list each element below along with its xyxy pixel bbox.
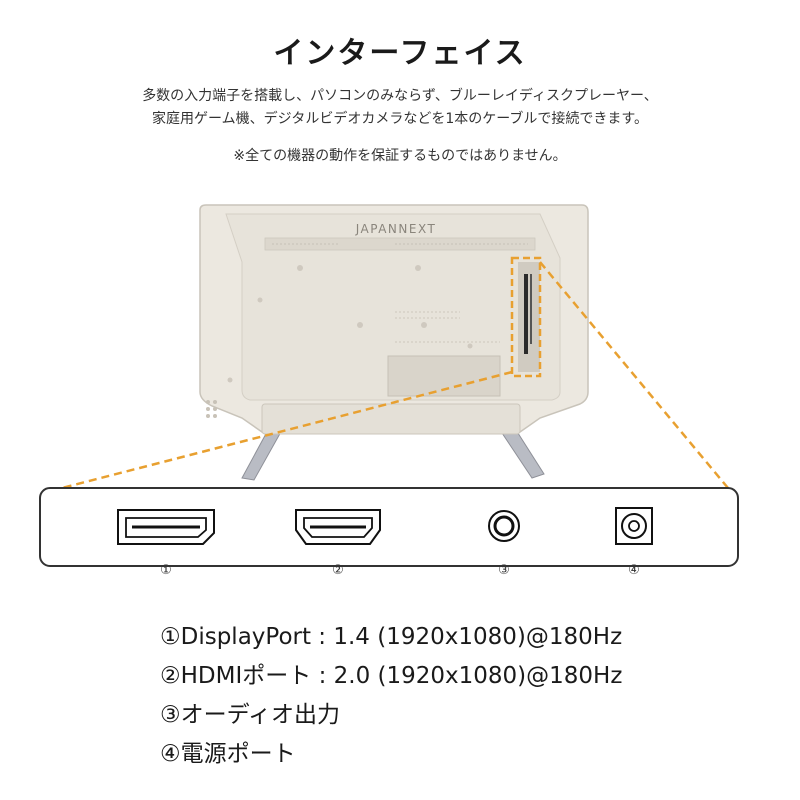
monitor-stand	[241, 429, 545, 481]
monitor-back-illustration: JAPANNEXT	[39, 204, 739, 567]
leader-line-right	[539, 261, 729, 489]
spec-hdmi: ②HDMIポート : 2.0 (1920x1080)@180Hz	[160, 663, 623, 689]
audio-jack-icon	[488, 510, 520, 542]
description-line-2: 家庭用ゲーム機、デジタルビデオカメラなどを1本のケーブルで接続できます。	[152, 111, 648, 127]
spec-displayport: ①DisplayPort : 1.4 (1920x1080)@180Hz	[160, 624, 623, 650]
port-label-2: ②	[332, 563, 344, 578]
monitor-port-strip	[518, 262, 540, 372]
port-highlight-box	[510, 256, 542, 378]
hdmi-icon	[295, 509, 381, 545]
port-label-4: ④	[628, 563, 640, 578]
port-label-3: ③	[498, 563, 510, 578]
port-panel	[39, 487, 739, 567]
spec-power: ④電源ポート	[160, 741, 296, 767]
brand-logo: JAPANNEXT	[355, 222, 437, 236]
spec-list: ①DisplayPort : 1.4 (1920x1080)@180Hz ②HD…	[160, 618, 622, 774]
spec-audio-out: ③オーディオ出力	[160, 702, 341, 728]
port-label-1: ①	[160, 563, 172, 578]
page-title: インターフェイス	[273, 36, 527, 71]
disclaimer-note: ※全ての機器の動作を保証するものではありません。	[233, 148, 567, 164]
displayport-icon	[117, 509, 215, 545]
description-line-1: 多数の入力端子を搭載し、パソコンのみならず、ブルーレイディスクプレーヤー、	[142, 88, 658, 104]
power-jack-icon	[615, 507, 653, 545]
